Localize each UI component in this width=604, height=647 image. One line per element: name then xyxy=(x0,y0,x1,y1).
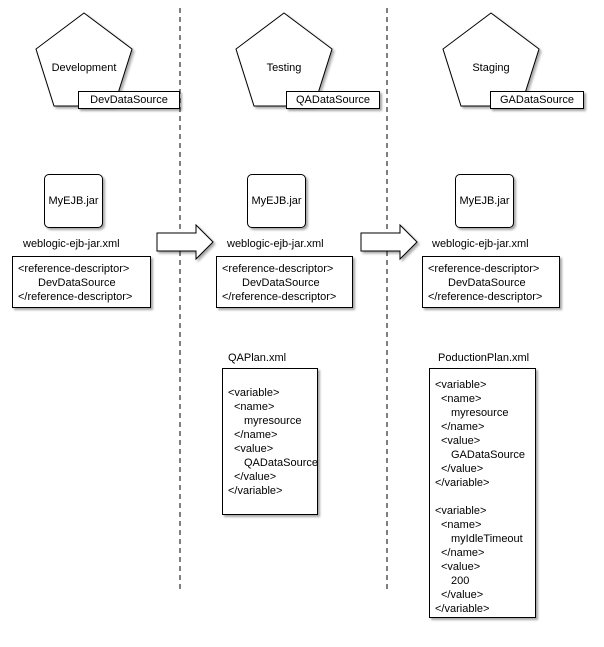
env-name-staging: Staging xyxy=(472,62,510,74)
plan-line: <name> xyxy=(441,393,482,405)
descriptor-line: DevDataSource xyxy=(448,277,526,289)
plan-line: QADataSource xyxy=(244,457,318,469)
plan-line: <variable> xyxy=(228,387,280,399)
plan-line: myresource xyxy=(451,407,509,419)
descriptor-line: <reference-descriptor> xyxy=(18,263,130,275)
plan-line: <value> xyxy=(441,561,481,573)
datasource-box-development: DevDataSource xyxy=(78,91,180,109)
descriptor-title-development: weblogic-ejb-jar.xml xyxy=(23,238,120,250)
datasource-box-staging: GADataSource xyxy=(490,91,584,109)
plan-line: </variable> xyxy=(435,477,490,489)
jar-label: MyEJB.jar xyxy=(48,195,99,207)
plan-line: myresource xyxy=(244,415,302,427)
plan-line: 200 xyxy=(451,575,470,587)
plan-line: <variable> xyxy=(435,505,487,517)
descriptor-line: </reference-descriptor> xyxy=(18,291,133,303)
descriptor-line: <reference-descriptor> xyxy=(428,263,540,275)
descriptor-line: </reference-descriptor> xyxy=(222,291,337,303)
descriptor-box-development: <reference-descriptor> DevDataSource </ref… xyxy=(12,256,151,308)
plan-line: <name> xyxy=(234,401,275,413)
plan-line: myIdleTimeout xyxy=(451,533,523,545)
descriptor-line: <reference-descriptor> xyxy=(222,263,334,275)
plan-title-staging: PoductionPlan.xml xyxy=(438,352,530,364)
plan-line: </value> xyxy=(234,471,277,483)
plan-line: </name> xyxy=(234,429,278,441)
jar-label: MyEJB.jar xyxy=(459,195,510,207)
env-name-development: Development xyxy=(51,62,117,74)
descriptor-title-staging: weblogic-ejb-jar.xml xyxy=(432,238,529,250)
plan-line: <value> xyxy=(441,435,481,447)
arrow-testing-to-staging xyxy=(360,223,418,261)
descriptor-line: DevDataSource xyxy=(242,277,320,289)
jar-box-staging: MyEJB.jar xyxy=(455,174,514,228)
arrow-dev-to-testing xyxy=(156,223,214,261)
jar-box-testing: MyEJB.jar xyxy=(247,174,306,228)
plan-box-staging: <variable> <name> myresource </name> <value>… xyxy=(429,368,536,618)
descriptor-line: </reference-descriptor> xyxy=(428,291,543,303)
plan-line: <value> xyxy=(234,443,274,455)
pentagon-testing xyxy=(235,12,333,107)
descriptor-title-testing: weblogic-ejb-jar.xml xyxy=(227,238,324,250)
plan-line: </variable> xyxy=(228,485,283,497)
plan-line: </value> xyxy=(441,589,484,601)
descriptor-line: DevDataSource xyxy=(38,277,116,289)
jar-box-development: MyEJB.jar xyxy=(44,174,103,228)
datasource-box-testing: QADataSource xyxy=(286,91,380,109)
descriptor-box-staging: <reference-descriptor> DevDataSource </ref… xyxy=(422,256,560,308)
plan-line-blank xyxy=(435,490,535,504)
env-name-testing: Testing xyxy=(266,62,302,74)
plan-title-testing: QAPlan.xml xyxy=(228,352,287,364)
descriptor-box-testing: <reference-descriptor> DevDataSource </ref… xyxy=(216,256,353,308)
plan-line: </variable> xyxy=(435,603,490,615)
plan-line: <name> xyxy=(441,519,482,531)
plan-line: </value> xyxy=(441,463,484,475)
plan-line: GADataSource xyxy=(451,449,525,461)
jar-label: MyEJB.jar xyxy=(251,195,302,207)
plan-line: <variable> xyxy=(435,379,487,391)
plan-line: </name> xyxy=(441,421,485,433)
plan-line: </name> xyxy=(441,547,485,559)
plan-box-testing: <variable> <name> myresource </name> <value>… xyxy=(222,368,318,515)
